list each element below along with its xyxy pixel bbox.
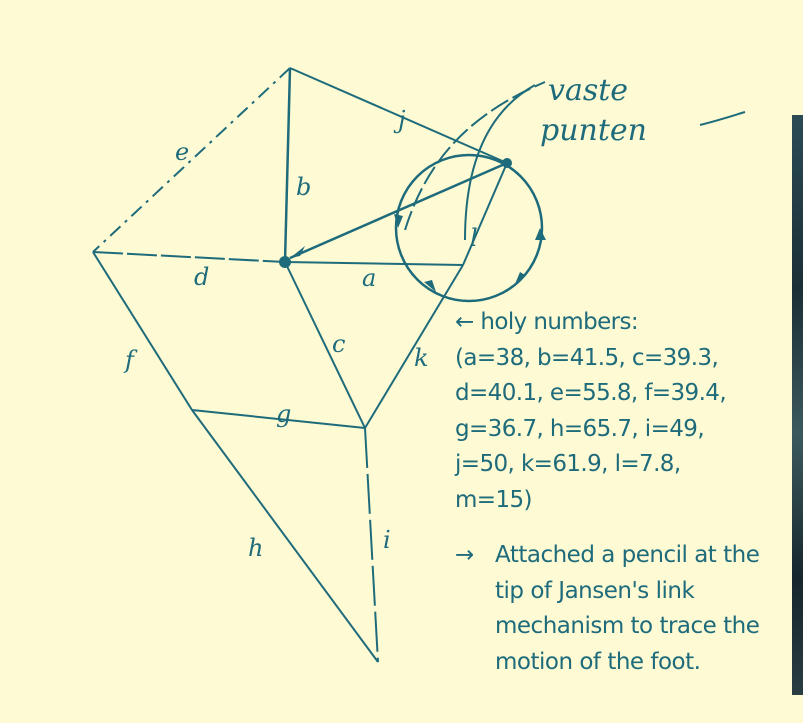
holy-numbers-line: g=36.7, h=65.7, i=49, — [455, 415, 705, 442]
label-a: a — [362, 264, 376, 292]
label-d: d — [194, 263, 209, 291]
label-j: j — [393, 106, 406, 134]
holy-numbers-note: ← holy numbers: (a=38, b=41.5, c=39.3, d… — [455, 305, 727, 518]
arrow-head-icon — [424, 280, 436, 292]
pivot-center — [279, 256, 291, 268]
label-e: e — [175, 138, 189, 166]
photo-edge — [792, 115, 803, 695]
label-c: c — [332, 330, 345, 358]
label-b: b — [296, 173, 311, 201]
holy-numbers-line: m=15) — [455, 486, 533, 513]
link-b — [283, 67, 292, 263]
right-arrow-icon: → — [455, 542, 474, 568]
arrow-head-icon — [394, 214, 403, 228]
link-k — [364, 264, 464, 429]
crank-circle — [394, 153, 544, 303]
holy-numbers-heading: ← holy numbers: — [455, 309, 639, 335]
link-f — [92, 251, 193, 411]
label-l: l — [470, 224, 478, 252]
holy-numbers-line: d=40.1, e=55.8, f=39.4, — [455, 380, 727, 406]
link-c — [284, 261, 366, 429]
link-l — [462, 162, 508, 266]
caption-text: Attached a pencil at the tip of Jansen's… — [495, 542, 760, 675]
link-a — [284, 261, 464, 266]
note-punten: punten — [540, 113, 647, 148]
note-vaste: vaste — [548, 73, 628, 108]
label-g: g — [276, 400, 291, 428]
arrow-head-icon — [535, 228, 546, 240]
holy-numbers-line: (a=38, b=41.5, c=39.3, — [455, 344, 719, 371]
pivot-crank — [502, 158, 512, 168]
link-g — [191, 409, 366, 429]
arrow-head-icon — [290, 246, 305, 258]
label-i: i — [383, 526, 391, 554]
holy-numbers-line: j=50, k=61.9, l=7.8, — [455, 451, 681, 477]
link-h — [191, 409, 379, 663]
label-h: h — [248, 534, 263, 562]
vaste-punten-pointer-2 — [464, 84, 536, 241]
link-d — [92, 251, 286, 263]
link-i — [364, 427, 379, 663]
underline-flourish — [699, 111, 746, 126]
link-e — [92, 67, 291, 253]
label-k: k — [414, 344, 429, 372]
link-j — [289, 67, 508, 164]
label-f: f — [123, 346, 138, 374]
caption: → Attached a pencil at the tip of Jansen… — [455, 538, 785, 680]
arrow-head-icon — [515, 272, 525, 284]
